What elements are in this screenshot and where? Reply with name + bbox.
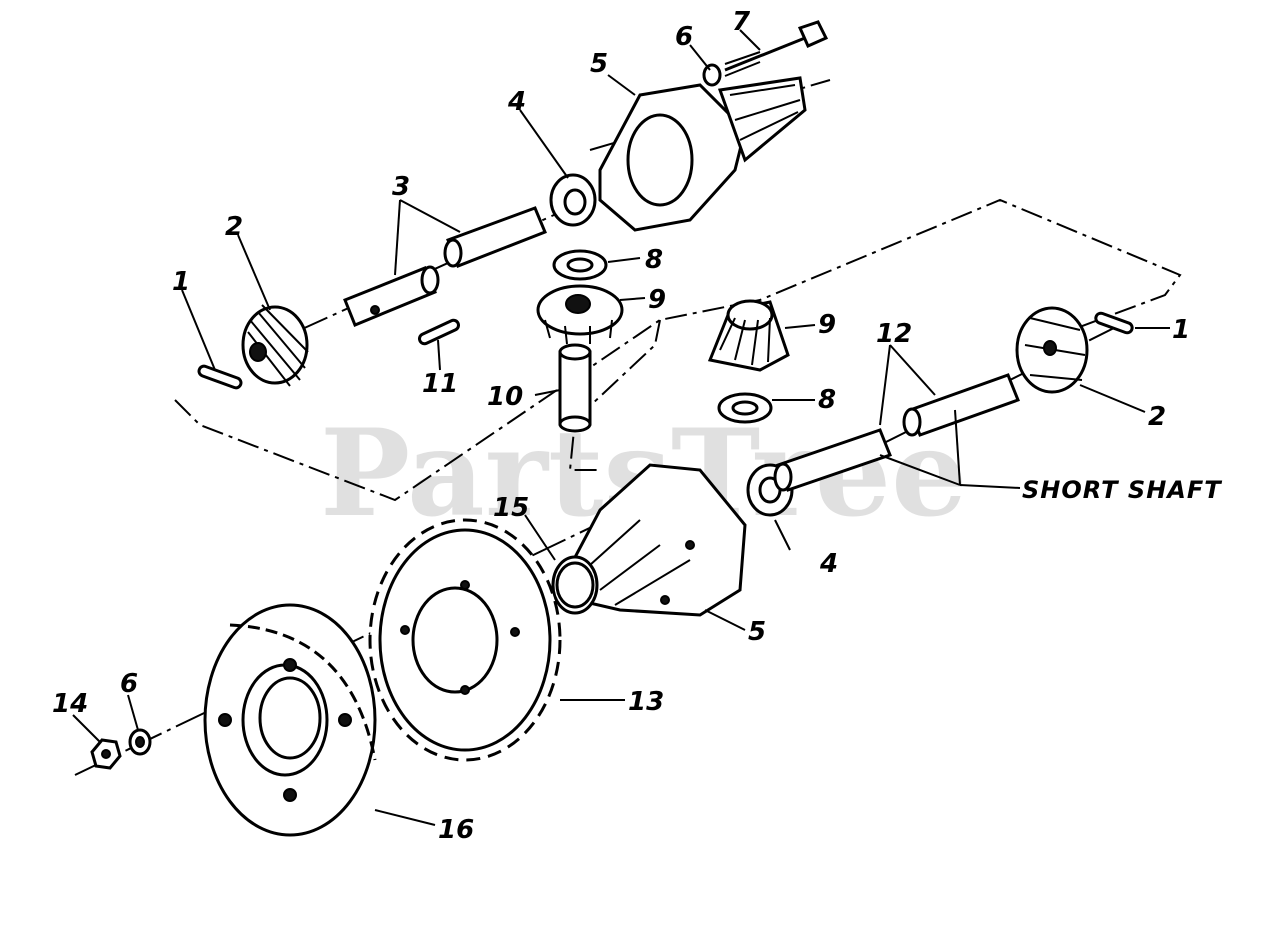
roll-pin-center	[417, 318, 461, 346]
callout-12: 12	[876, 319, 912, 349]
short-shaft-lower	[773, 428, 892, 492]
leader-lines	[72, 29, 1170, 826]
callout-2-right: 2	[1148, 402, 1166, 432]
hex-bolt	[724, 20, 829, 77]
axle-shaft-left-upper	[443, 206, 547, 268]
lock-washer-top	[702, 63, 722, 87]
spacer-lower	[717, 392, 773, 424]
callout-5-upper: 5	[590, 49, 608, 79]
callout-2-left: 2	[225, 212, 243, 242]
roll-pin-left	[197, 364, 243, 390]
callout-1-left: 1	[172, 267, 190, 297]
callout-10: 10	[487, 382, 523, 412]
callout-6-top: 6	[675, 22, 693, 52]
thrust-washer-upper	[549, 173, 597, 227]
spacer-upper	[552, 249, 608, 281]
short-shaft-note: SHORT SHAFT	[1022, 476, 1222, 504]
pinion-gear-lower	[707, 299, 790, 372]
callout-9-lower: 9	[818, 310, 836, 340]
callout-15: 15	[493, 493, 529, 523]
cross-shaft-sleeve	[558, 343, 592, 433]
callout-1-right: 1	[1172, 315, 1190, 345]
callout-6-bottom: 6	[120, 669, 138, 699]
callout-4-upper: 4	[507, 87, 526, 117]
roll-pin-right	[1094, 311, 1134, 335]
callout-9-upper: 9	[648, 285, 666, 315]
callout-8-lower: 8	[818, 385, 836, 415]
callout-11: 11	[422, 369, 458, 399]
assembly-boundary	[174, 198, 1182, 502]
bevel-gear-left	[241, 304, 309, 387]
axle-shaft-left	[343, 265, 440, 327]
callout-8-upper: 8	[645, 245, 663, 275]
wheel-hub	[203, 603, 377, 837]
callout-7: 7	[732, 7, 751, 37]
callout-14: 14	[52, 689, 88, 719]
callout-4-lower: 4	[819, 549, 838, 579]
lock-washer-bottom	[128, 728, 152, 756]
callout-3: 3	[392, 172, 410, 202]
callout-16: 16	[438, 815, 474, 845]
short-shaft-upper	[902, 373, 1020, 437]
callout-13: 13	[628, 687, 664, 717]
pinion-gear-upper	[536, 284, 624, 345]
callout-5-lower: 5	[748, 617, 766, 647]
differential-housing-upper	[598, 76, 807, 232]
bearing-sleeve	[555, 561, 595, 609]
drive-sprocket	[368, 518, 562, 762]
hex-nut	[90, 738, 122, 770]
bevel-gear-right	[1015, 306, 1089, 394]
